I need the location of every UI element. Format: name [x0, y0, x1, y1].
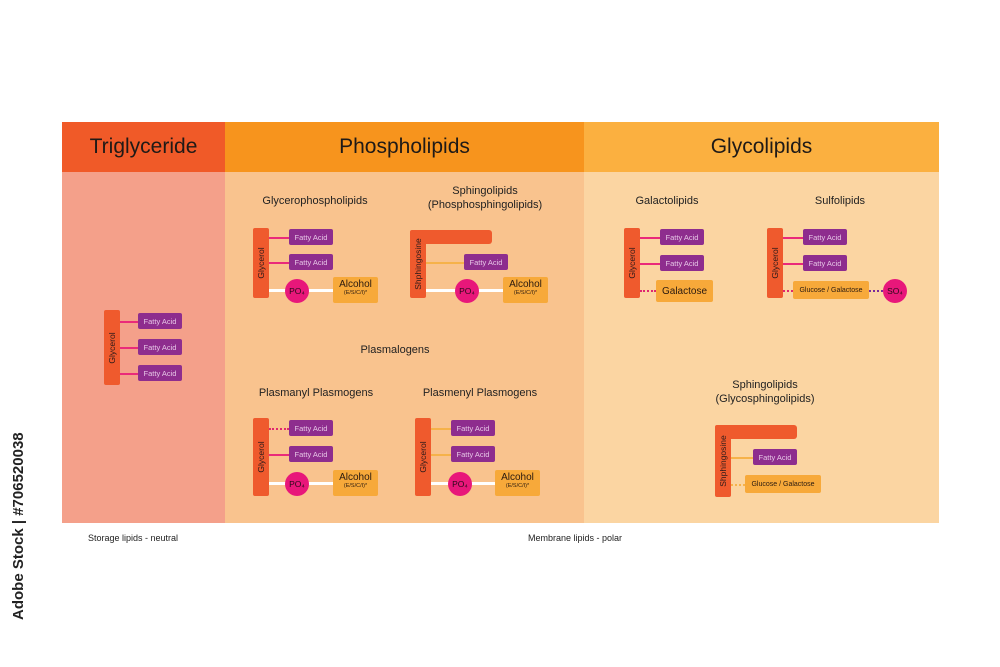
header-glycolipids: Glycolipids	[584, 122, 939, 172]
fatty-acid: Fatty Acid	[289, 254, 333, 270]
fatty-acid: Fatty Acid	[138, 339, 182, 355]
glycosphingolipids-title-line1: Sphingolipids	[732, 379, 798, 391]
fatty-acid: Fatty Acid	[289, 420, 333, 436]
vinyl-ether-bond	[431, 428, 451, 430]
bond	[426, 262, 464, 264]
glycerol-backbone: Glycerol	[415, 418, 431, 496]
glycosphingolipids-title-line2: (Glycosphingolipids)	[715, 393, 815, 405]
phosphosphingolipids-title-line2: (Phosphosphingolipids)	[427, 199, 543, 211]
ether-bond	[269, 428, 289, 430]
alcohol-group: Alcohol (E/S/C/I)*	[333, 277, 378, 303]
bond	[269, 237, 289, 239]
glycerol-label: Glycerol	[418, 441, 428, 473]
alcohol-sub-label: (E/S/C/I)*	[513, 290, 538, 296]
bond	[120, 321, 138, 323]
fatty-acid: Fatty Acid	[289, 229, 333, 245]
bond	[783, 263, 803, 265]
fatty-acid: Fatty Acid	[660, 229, 704, 245]
sulfate-bond	[869, 290, 883, 292]
fatty-acid: Fatty Acid	[451, 446, 495, 462]
bond	[640, 237, 660, 239]
sphingosine-chain	[410, 230, 492, 244]
glycerol-label: Glycerol	[627, 247, 637, 279]
panel-phospholipids	[225, 172, 584, 523]
bond	[269, 262, 289, 264]
bond	[269, 454, 289, 456]
panel-glycolipids	[584, 172, 939, 523]
sphingosine-label: Shphingosine	[413, 238, 423, 290]
glycerol-backbone: Glycerol	[253, 228, 269, 298]
bond	[731, 457, 753, 459]
glycosidic-bond	[783, 290, 793, 292]
sphingosine-backbone: Shphingosine	[715, 425, 731, 497]
glycosidic-bond	[640, 290, 656, 292]
glycosidic-bond	[731, 484, 745, 486]
bond	[783, 237, 803, 239]
plasmanyl-title: Plasmanyl Plasmogens	[258, 387, 374, 399]
glycosphingolipids-title: Sphingolipids (Glycosphingolipids)	[700, 378, 830, 406]
fatty-acid: Fatty Acid	[803, 255, 847, 271]
glucose-galactose-group: Glucose / Galactose	[745, 475, 821, 493]
phosphate-group: PO₄	[455, 279, 479, 303]
bond	[640, 263, 660, 265]
header-glycolipids-label: Glycolipids	[710, 135, 813, 158]
phosphate-group: PO₄	[285, 472, 309, 496]
alcohol-label: Alcohol	[509, 279, 542, 290]
glycerol-label: Glycerol	[256, 441, 266, 473]
glycerol-backbone: Glycerol	[104, 310, 120, 385]
alcohol-label: Alcohol	[339, 472, 372, 483]
header-triglyceride: Triglyceride	[62, 122, 225, 172]
watermark: Adobe Stock | #706520038	[10, 432, 27, 620]
galactolipids-title: Galactolipids	[635, 195, 699, 207]
fatty-acid: Fatty Acid	[464, 254, 508, 270]
alcohol-group: Alcohol (E/S/C/I)*	[495, 470, 540, 496]
galactose-group: Galactose	[656, 280, 713, 302]
alcohol-group: Alcohol (E/S/C/I)*	[333, 470, 378, 496]
fatty-acid: Fatty Acid	[138, 365, 182, 381]
sulfolipids-title: Sulfolipids	[814, 195, 866, 207]
bond	[120, 373, 138, 375]
glycerol-label: Glycerol	[770, 247, 780, 279]
sphingosine-backbone: Shphingosine	[410, 230, 426, 298]
fatty-acid: Fatty Acid	[138, 313, 182, 329]
alcohol-sub-label: (E/S/C/I)*	[343, 290, 368, 296]
glycerol-backbone: Glycerol	[253, 418, 269, 496]
plasmenyl-title: Plasmenyl Plasmogens	[422, 387, 538, 399]
fatty-acid: Fatty Acid	[753, 449, 797, 465]
storage-lipids-caption: Storage lipids - neutral	[88, 533, 179, 543]
phosphosphingolipids-title-line1: Sphingolipids	[452, 185, 518, 197]
alcohol-sub-label: (E/S/C/I)*	[343, 483, 368, 489]
header-triglyceride-label: Triglyceride	[89, 135, 198, 158]
phosphate-group: PO₄	[285, 279, 309, 303]
plasmalogens-title: Plasmalogens	[360, 344, 430, 356]
phosphosphingolipids-title: Sphingolipids (Phosphosphingolipids)	[420, 184, 550, 212]
glycerophospholipids-title: Glycerophospholipids	[262, 195, 368, 207]
header-phospholipids: Phospholipids	[225, 122, 584, 172]
bond	[120, 347, 138, 349]
alcohol-label: Alcohol	[501, 472, 534, 483]
sphingosine-chain	[715, 425, 797, 439]
glycerol-label: Glycerol	[107, 331, 117, 364]
header-phospholipids-label: Phospholipids	[339, 135, 470, 158]
glycerol-backbone: Glycerol	[767, 228, 783, 298]
fatty-acid: Fatty Acid	[451, 420, 495, 436]
fatty-acid: Fatty Acid	[803, 229, 847, 245]
sphingosine-label: Shphingosine	[718, 435, 728, 487]
bond	[431, 454, 451, 456]
glucose-galactose-group: Glucose / Galactose	[793, 281, 869, 299]
phosphate-group: PO₄	[448, 472, 472, 496]
fatty-acid: Fatty Acid	[660, 255, 704, 271]
glycerol-label: Glycerol	[256, 247, 266, 279]
alcohol-group: Alcohol (E/S/C/I)*	[503, 277, 548, 303]
glycerol-backbone: Glycerol	[624, 228, 640, 298]
membrane-lipids-caption: Membrane lipids - polar	[528, 533, 623, 543]
alcohol-label: Alcohol	[339, 279, 372, 290]
sulfate-group: SO₄	[883, 279, 907, 303]
fatty-acid: Fatty Acid	[289, 446, 333, 462]
alcohol-sub-label: (E/S/C/I)*	[505, 483, 530, 489]
